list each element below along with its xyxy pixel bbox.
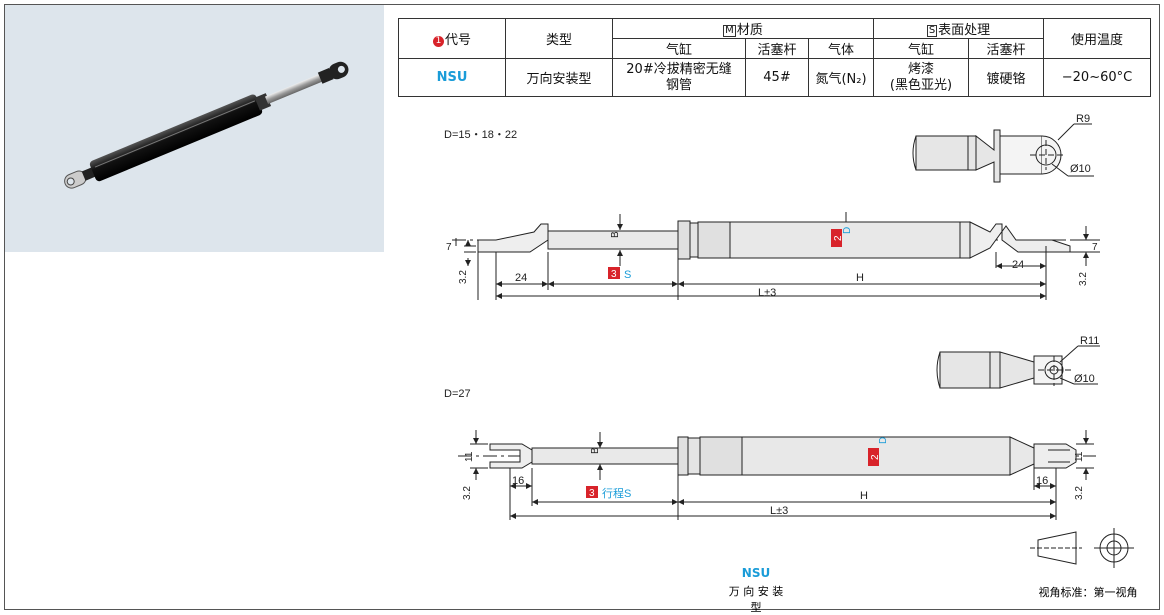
svg-text:2: 2: [870, 454, 881, 460]
material-mark: M: [723, 25, 736, 37]
projection-symbol-icon: [1030, 528, 1134, 568]
d1-t7-left: 7: [446, 242, 452, 253]
d2-stroke-label: 3 行程S: [586, 486, 631, 500]
caption: NSU 万 向 安 装 型: [726, 566, 786, 615]
d2-t11-left: 11: [464, 451, 475, 462]
row-rod-surface: 镀硬铬: [968, 58, 1044, 97]
d2-t32-left: 3.2: [462, 486, 473, 500]
document-frame: [4, 4, 1160, 610]
d1-d-label: 2 D: [831, 227, 853, 247]
d2-t32-right: 3.2: [1074, 486, 1085, 500]
product-photo: [5, 5, 384, 252]
svg-text:D: D: [842, 227, 853, 234]
d2-diameter-note: D=27: [444, 388, 471, 400]
caption-name: 万 向 安 装 型: [728, 585, 784, 614]
view-standard-note: 视角标准：第一视角: [1038, 586, 1138, 599]
d1-t7-right: 7: [1092, 242, 1098, 253]
svg-text:3: 3: [611, 269, 617, 280]
d1-side-view: [452, 212, 1100, 300]
header-type: 类型: [505, 18, 613, 59]
caption-code: NSU: [741, 566, 771, 580]
d1-length: L±3: [758, 287, 776, 299]
svg-text:2: 2: [833, 235, 844, 241]
d1-t32-right: 3.2: [1078, 272, 1089, 286]
d2-hole: Ø10: [1074, 373, 1095, 385]
d2-radius: R11: [1080, 335, 1099, 347]
gas-spring-image: [64, 61, 349, 189]
sub-rod: 活塞杆: [745, 38, 809, 59]
sub-gas: 气体: [808, 38, 874, 59]
d1-dim-24-left: 24: [515, 272, 527, 284]
d1-radius: R9: [1076, 113, 1090, 125]
d1-t32-left: 3.2: [458, 270, 469, 284]
svg-text:3: 3: [589, 488, 595, 499]
d2-dim-16-left: 16: [512, 475, 524, 487]
d2-b-label: B: [590, 447, 601, 454]
d1-stroke-label: 3 S: [608, 267, 631, 281]
code-number-badge: 1: [432, 36, 444, 47]
row-code: NSU: [398, 58, 506, 97]
sub-cylinder-surface: 气缸: [873, 38, 969, 59]
sub-cylinder: 气缸: [612, 38, 746, 59]
row-temp: −20~60°C: [1043, 58, 1151, 97]
d1-h: H: [856, 272, 864, 284]
row-rod-material: 45#: [745, 58, 809, 97]
d1-b-label: B: [610, 231, 621, 238]
d2-side-view: [458, 430, 1096, 520]
svg-text:D: D: [878, 437, 889, 444]
d1-end-detail: [912, 123, 1094, 183]
d2-dim-16-right: 16: [1036, 475, 1048, 487]
d1-hole: Ø10: [1070, 163, 1091, 175]
d2-end-detail: [936, 345, 1100, 389]
d2-length: L±3: [770, 505, 788, 517]
d2-h: H: [860, 490, 868, 502]
d1-diameter-note: D=15・18・22: [444, 129, 517, 141]
sub-rod-surface: 活塞杆: [968, 38, 1044, 59]
d2-t11-right: 11: [1074, 451, 1085, 462]
d1-dim-24-right: 24: [1012, 259, 1024, 271]
row-cylinder-material: 20#冷拔精密无缝钢管: [612, 58, 746, 97]
svg-text:行程S: 行程S: [602, 487, 631, 500]
surface-mark: S: [926, 25, 938, 37]
svg-text:S: S: [624, 269, 631, 281]
d2-d-label: 2 D: [868, 437, 889, 466]
row-type: 万向安装型: [505, 58, 613, 97]
